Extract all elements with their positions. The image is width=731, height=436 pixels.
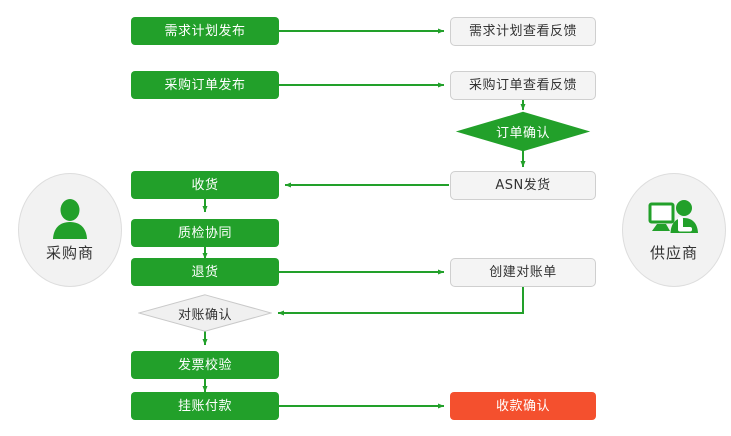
- node-demand-plan-publish[interactable]: 需求计划发布: [131, 17, 279, 45]
- node-quality-inspection-collab[interactable]: 质检协同: [131, 219, 279, 247]
- node-label: 质检协同: [177, 225, 232, 241]
- node-order-confirm[interactable]: 订单确认: [455, 111, 591, 152]
- node-label: 采购订单发布: [164, 77, 246, 93]
- node-label: 对账确认: [177, 307, 232, 323]
- actor-buyer[interactable]: 采购商: [18, 173, 122, 287]
- node-label: 收货: [191, 177, 219, 193]
- node-invoice-verification[interactable]: 发票校验: [131, 351, 279, 379]
- node-receipt-confirm[interactable]: 收款确认: [450, 392, 596, 420]
- node-label: 退货: [191, 264, 219, 280]
- node-statement-confirm[interactable]: 对账确认: [138, 294, 272, 332]
- person-with-computer-icon: [648, 198, 700, 240]
- actor-buyer-label: 采购商: [45, 243, 94, 262]
- node-label: 需求计划发布: [164, 23, 246, 39]
- edge-n10-n11: [277, 287, 524, 316]
- node-label: 发票校验: [177, 357, 232, 373]
- person-icon: [50, 198, 90, 240]
- node-receive-goods[interactable]: 收货: [131, 171, 279, 199]
- node-demand-plan-view-feedback[interactable]: 需求计划查看反馈: [450, 17, 596, 46]
- node-payment-on-account[interactable]: 挂账付款: [131, 392, 279, 420]
- node-purchase-order-view-feedback[interactable]: 采购订单查看反馈: [450, 71, 596, 100]
- node-label: 订单确认: [495, 126, 550, 141]
- node-purchase-order-publish[interactable]: 采购订单发布: [131, 71, 279, 99]
- node-label: 采购订单查看反馈: [468, 78, 577, 93]
- actor-supplier[interactable]: 供应商: [622, 173, 726, 287]
- node-label: 收款确认: [495, 398, 550, 414]
- node-create-statement[interactable]: 创建对账单: [450, 258, 596, 287]
- node-asn-shipment[interactable]: ASN发货: [450, 171, 596, 200]
- node-return-goods[interactable]: 退货: [131, 258, 279, 286]
- node-label: ASN发货: [495, 178, 551, 193]
- node-label: 创建对账单: [489, 265, 557, 280]
- node-label: 挂账付款: [177, 398, 232, 414]
- node-label: 需求计划查看反馈: [468, 24, 577, 39]
- actor-supplier-label: 供应商: [649, 243, 698, 262]
